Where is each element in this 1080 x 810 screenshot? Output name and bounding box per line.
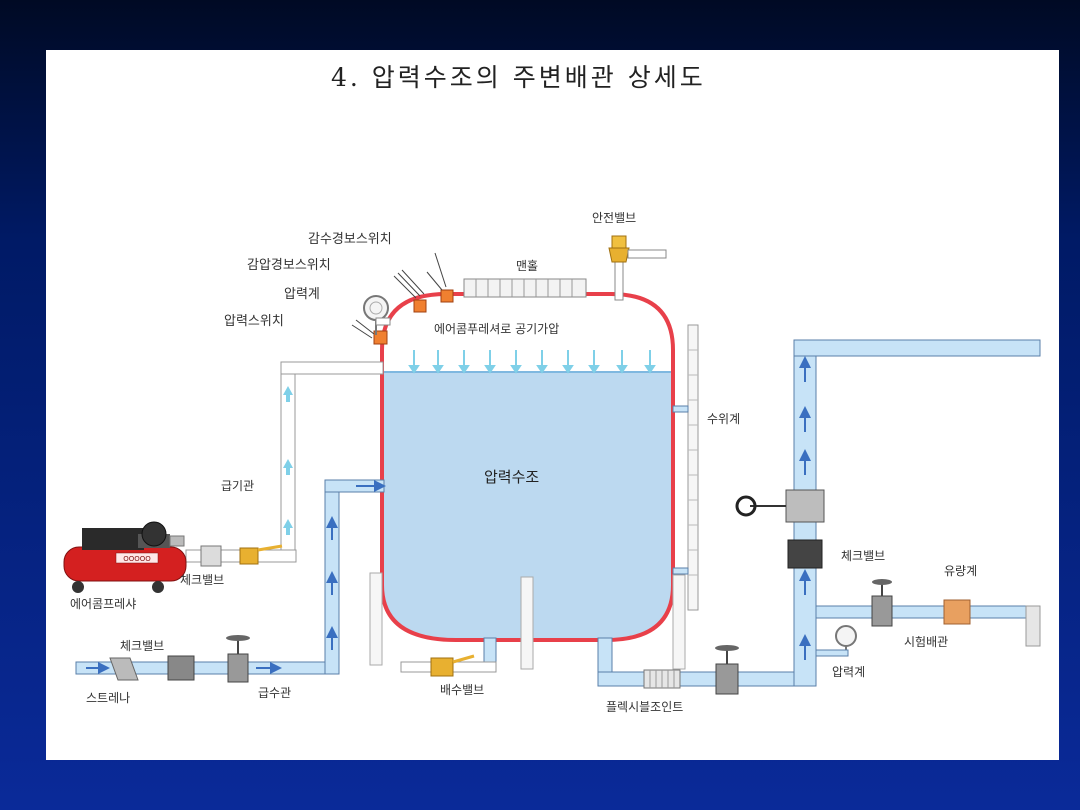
label-drain-valve: 배수밸브 <box>440 683 484 697</box>
label-water-supply-pipe: 급수관 <box>258 686 291 700</box>
page-title: 4. 압력수조의 주변배관 상세도 <box>331 63 706 92</box>
label-check-valve-right: 체크밸브 <box>841 549 885 563</box>
label-test-pipe: 시험배관 <box>904 635 948 649</box>
label-water-level-gauge: 수위계 <box>707 412 740 426</box>
compressor-brand: OOOOO <box>123 555 151 563</box>
label-flow-meter: 유량계 <box>944 564 977 578</box>
air-compressor: OOOOO <box>63 521 187 593</box>
label-air-compressor: 에어콤프레샤 <box>70 597 136 611</box>
label-low-pressure-alarm-switch: 감압경보스위치 <box>247 258 331 273</box>
label-air-compressor-pressurize: 에어콤푸레셔로 공기가압 <box>434 322 559 336</box>
safety-valve <box>608 235 667 301</box>
piping-diagram: OOOOO <box>63 211 1041 714</box>
tank-air <box>382 294 673 372</box>
label-check-valve-compressor: 체크밸브 <box>180 573 224 587</box>
label-check-valve-inlet: 체크밸브 <box>120 639 164 653</box>
air-supply-pipe <box>185 361 384 567</box>
top-instruments <box>351 252 454 345</box>
slide: 4. 압력수조의 주변배관 상세도 <box>46 50 1059 760</box>
pressure-tank <box>380 292 675 642</box>
tank-legs <box>369 572 686 670</box>
air-pressure-arrows <box>408 350 656 374</box>
label-pressure-switch: 압력스위치 <box>224 314 284 329</box>
label-flexible-joint: 플렉시블조인트 <box>606 700 683 714</box>
outlet-pipe <box>597 339 1041 695</box>
label-low-water-alarm-switch: 감수경보스위치 <box>308 232 392 247</box>
tank-water <box>382 372 673 640</box>
label-manhole: 맨홀 <box>516 259 538 273</box>
label-pressure-tank: 압력수조 <box>484 468 539 486</box>
label-strainer: 스트레나 <box>86 691 130 705</box>
drain-pipe <box>400 637 497 677</box>
water-supply-pipe <box>75 479 386 683</box>
label-air-supply-pipe: 급기관 <box>221 479 254 493</box>
water-level-gauge <box>672 324 699 611</box>
label-pressure-gauge-right: 압력계 <box>832 665 865 679</box>
label-pressure-gauge-top: 압력계 <box>284 287 320 302</box>
manhole <box>463 278 587 298</box>
label-safety-valve: 안전밸브 <box>592 211 636 225</box>
